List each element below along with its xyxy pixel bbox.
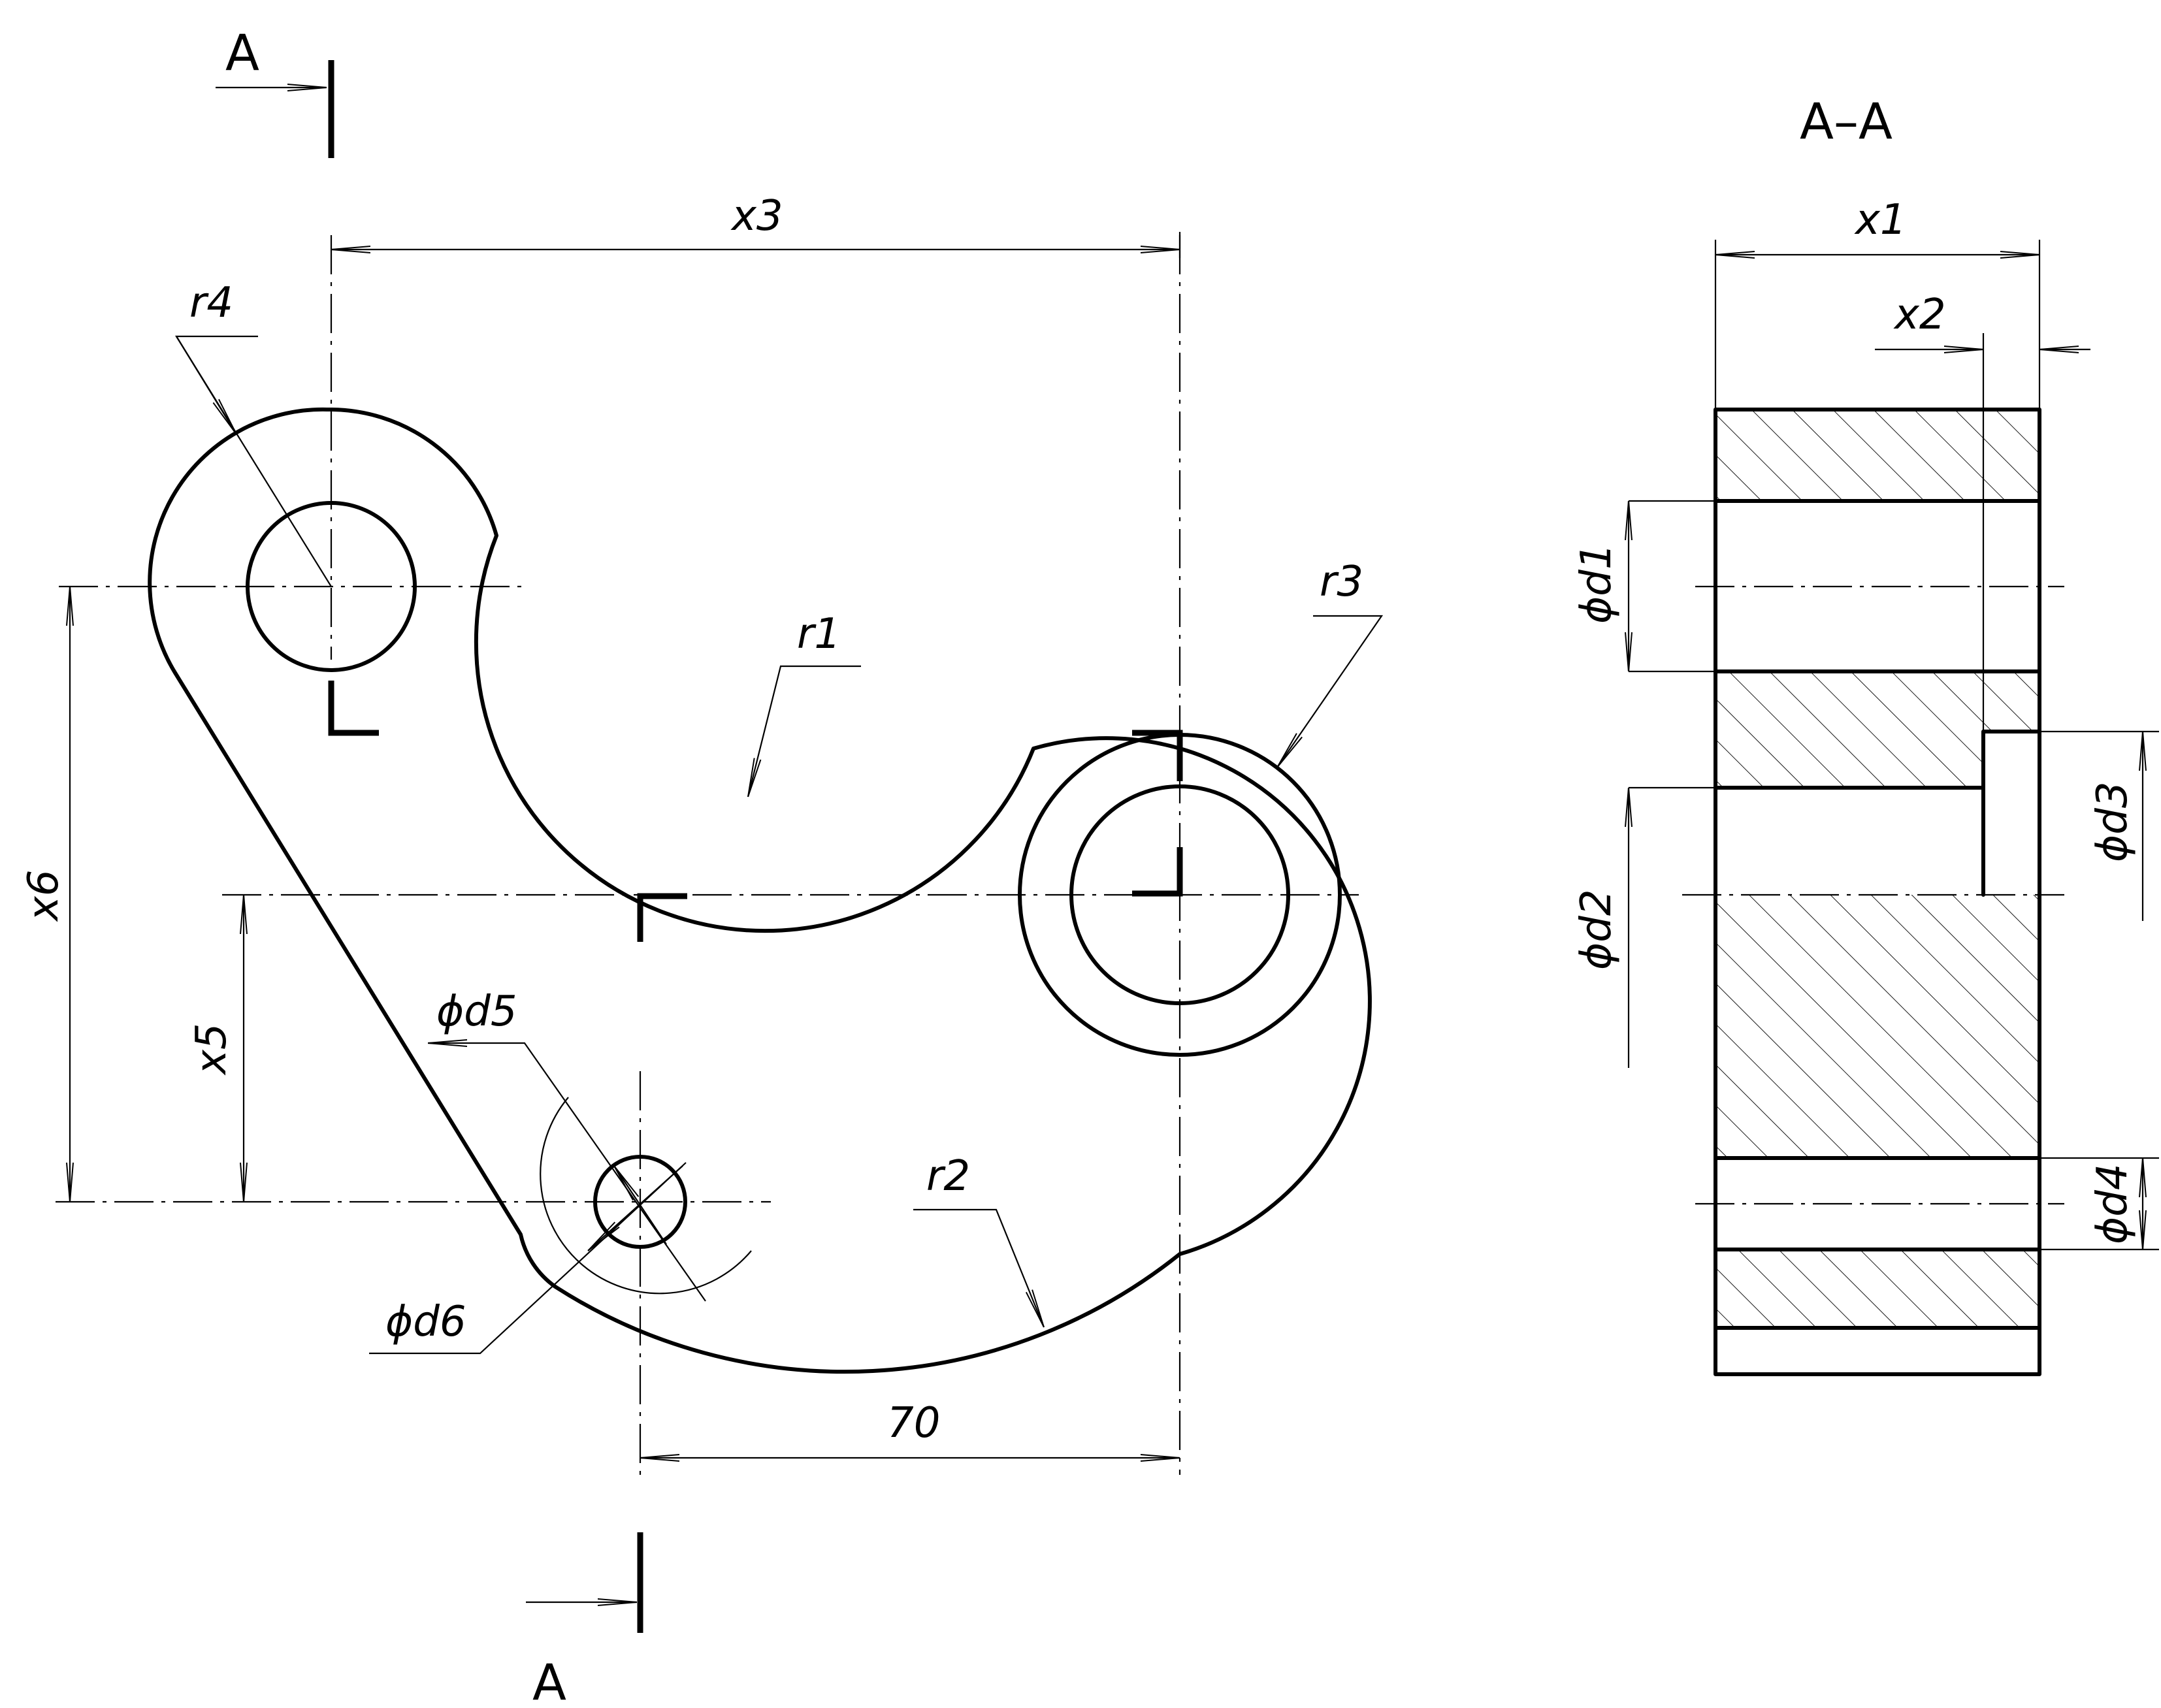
section-outline (1714, 408, 2041, 1376)
hatch-band-4 (1715, 1249, 2039, 1328)
leader-r2 (913, 1208, 1045, 1327)
label-d1: ϕd1 (1572, 543, 1621, 624)
hatch-band-1 (1715, 410, 2039, 501)
section-letter-top: A (225, 24, 259, 82)
label-r2: r2 (926, 1152, 970, 1200)
cut-corner-left (328, 681, 379, 736)
leader-d5 (428, 1043, 706, 1302)
leader-r4-arrow (176, 336, 237, 434)
cut-corner-right-top (1132, 730, 1183, 781)
section-letter-bottom: A (532, 1653, 566, 1708)
label-d6: ϕd6 (385, 1298, 466, 1346)
leader-r3 (1276, 615, 1384, 767)
hatch-band-2 (1715, 671, 1983, 788)
section-title: A–A (1800, 92, 1893, 150)
leader-r1 (747, 665, 861, 797)
cut-corner-right-bottom (1132, 847, 1183, 897)
label-x1: x1 (1854, 196, 1907, 244)
label-r3: r3 (1320, 558, 1363, 606)
label-d3: ϕd3 (2088, 781, 2137, 862)
hatch-band-3 (1715, 895, 2039, 1158)
label-x6: x6 (20, 869, 68, 922)
hatch-band-2b (1983, 671, 2039, 732)
label-r4: r4 (189, 279, 233, 327)
cut-corner-mid (637, 893, 687, 942)
section-step (1981, 730, 2041, 897)
part-outline (148, 407, 1372, 1374)
label-d4: ϕd4 (2088, 1163, 2137, 1244)
label-x2: x2 (1893, 291, 1946, 339)
leader-d6-arrow (587, 1165, 683, 1251)
label-d5: ϕd5 (436, 988, 517, 1036)
label-70: 70 (887, 1399, 940, 1447)
label-x5: x5 (187, 1023, 236, 1076)
front-view (56, 60, 1384, 1633)
thread-arc (540, 1097, 752, 1295)
label-r1: r1 (797, 610, 841, 658)
label-d2: ϕd2 (1572, 889, 1621, 970)
label-x3: x3 (730, 192, 783, 240)
section-view (1629, 240, 2159, 1376)
